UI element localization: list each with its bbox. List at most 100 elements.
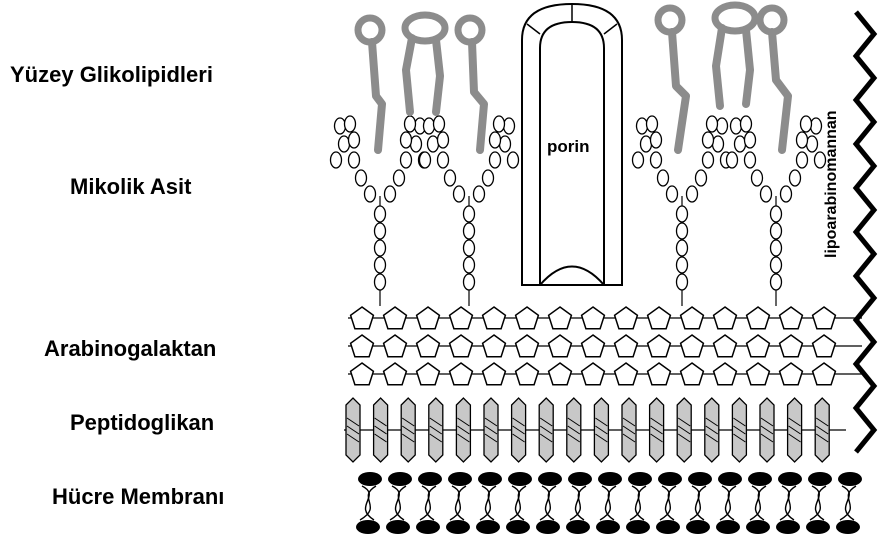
arabinose-unit xyxy=(747,335,770,357)
mycolate-unit xyxy=(677,274,688,290)
mycolate-unit xyxy=(771,274,782,290)
lipid-head-bottom xyxy=(506,520,530,534)
lipid-head-bottom xyxy=(746,520,770,534)
arabinose-unit xyxy=(351,307,374,329)
lipid-head-bottom xyxy=(356,520,380,534)
arabinose-unit xyxy=(714,363,737,385)
mycolate-unit xyxy=(771,223,782,239)
arabinose-unit xyxy=(516,307,539,329)
mycolate-unit xyxy=(771,257,782,273)
arabinose-unit xyxy=(582,335,605,357)
mycolate-unit xyxy=(707,116,718,132)
lipid-head-bottom xyxy=(686,520,710,534)
arabinose-unit xyxy=(516,335,539,357)
mycolate-unit xyxy=(741,116,752,132)
mycolate-unit xyxy=(735,136,746,152)
lipid-head-top xyxy=(718,472,742,486)
mycolate-unit xyxy=(411,136,422,152)
lipid-head-bottom xyxy=(716,520,740,534)
mycolate-unit xyxy=(677,240,688,256)
arabinose-unit xyxy=(417,363,440,385)
arabinose-unit xyxy=(615,335,638,357)
mycolate-unit xyxy=(345,116,356,132)
mycolate-unit xyxy=(717,118,728,134)
mycolate-unit xyxy=(331,152,342,168)
lipid-head-top xyxy=(808,472,832,486)
lipid-head-top xyxy=(688,472,712,486)
lipid-head-top xyxy=(478,472,502,486)
arabinose-unit xyxy=(417,335,440,357)
mycolate-unit xyxy=(727,152,738,168)
mycolate-unit xyxy=(349,152,360,168)
mycolate-unit xyxy=(375,240,386,256)
mycolate-unit xyxy=(494,116,505,132)
mycolate-unit xyxy=(438,132,449,148)
mycolate-unit xyxy=(797,152,808,168)
lipid-tail xyxy=(812,486,824,520)
lipid-head-bottom xyxy=(806,520,830,534)
lipid-tail xyxy=(392,486,404,520)
lipid-head-top xyxy=(448,472,472,486)
lipid-tail xyxy=(572,486,584,520)
mycolate-unit xyxy=(420,152,431,168)
arabinose-unit xyxy=(450,363,473,385)
arabinose-unit xyxy=(582,363,605,385)
mycolate-unit xyxy=(375,223,386,239)
arabinose-unit xyxy=(648,307,671,329)
mycolate-unit xyxy=(474,186,485,202)
lipid-head-top xyxy=(358,472,382,486)
mycolate-unit xyxy=(713,136,724,152)
glycolipid-chain xyxy=(772,32,788,150)
mycolate-unit xyxy=(339,136,350,152)
glycolipid-chain xyxy=(716,28,722,106)
mycolate-unit xyxy=(500,136,511,152)
lipid-head-bottom xyxy=(566,520,590,534)
mycolate-unit xyxy=(745,152,756,168)
lipid-tail xyxy=(512,486,524,520)
mycolate-unit xyxy=(424,118,435,134)
lipid-head-top xyxy=(388,472,412,486)
lipid-tail xyxy=(722,486,734,520)
lipid-head-top xyxy=(598,472,622,486)
mycolate-unit xyxy=(677,206,688,222)
mycolate-unit xyxy=(771,240,782,256)
lipid-head-bottom xyxy=(776,520,800,534)
lipid-head-top xyxy=(508,472,532,486)
mycolate-unit xyxy=(633,152,644,168)
mycolate-unit xyxy=(703,132,714,148)
arabinose-unit xyxy=(747,363,770,385)
arabinogalactan-layer xyxy=(348,307,862,385)
arabinose-unit xyxy=(615,363,638,385)
arabinose-unit xyxy=(450,307,473,329)
lipid-head-top xyxy=(538,472,562,486)
mycolate-unit xyxy=(651,152,662,168)
arabinose-unit xyxy=(351,363,374,385)
mycolate-unit xyxy=(464,206,475,222)
glycolipid-chain xyxy=(746,30,750,104)
mycolate-unit xyxy=(658,170,669,186)
mycolate-unit xyxy=(375,206,386,222)
arabinose-unit xyxy=(549,335,572,357)
arabinose-unit xyxy=(714,335,737,357)
lipid-head-top xyxy=(658,472,682,486)
lipid-tail xyxy=(542,486,554,520)
lipid-tail xyxy=(362,486,374,520)
glycolipid-head xyxy=(358,18,382,42)
lipid-tail xyxy=(782,486,794,520)
mycolate-unit xyxy=(696,170,707,186)
lipid-tail xyxy=(842,486,854,520)
lipid-head-bottom xyxy=(836,520,860,534)
lipid-head-bottom xyxy=(626,520,650,534)
mycolate-unit xyxy=(677,223,688,239)
lipid-head-bottom xyxy=(596,520,620,534)
arabinose-unit xyxy=(780,335,803,357)
mycolate-unit xyxy=(745,132,756,148)
arabinose-unit xyxy=(384,307,407,329)
lipid-head-top xyxy=(748,472,772,486)
mycolate-unit xyxy=(464,257,475,273)
mycolate-unit xyxy=(434,116,445,132)
mycolate-unit xyxy=(394,170,405,186)
glycolipid-chain xyxy=(672,32,686,150)
arabinose-unit xyxy=(417,307,440,329)
mycolate-unit xyxy=(401,132,412,148)
